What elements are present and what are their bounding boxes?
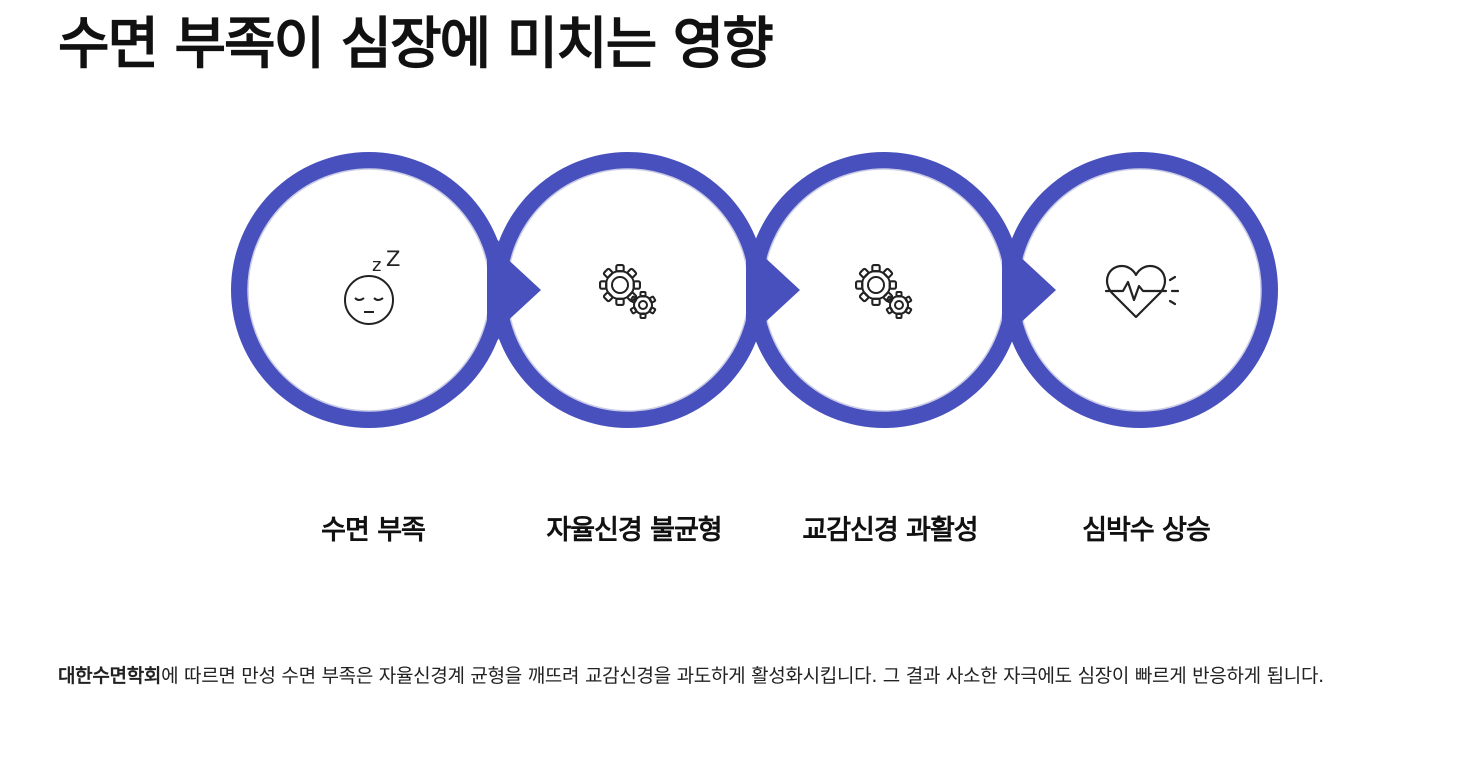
sleeping-face-icon: z Z bbox=[344, 247, 400, 325]
step-label-sympathetic-overactivity: 교감신경 과활성 bbox=[802, 515, 978, 546]
heartbeat-icon bbox=[1104, 264, 1180, 319]
description-org: 대한수면학회 bbox=[58, 665, 162, 687]
svg-text:Z: Z bbox=[386, 247, 400, 271]
step-ring-inner bbox=[506, 168, 750, 412]
step-label-autonomic-imbalance: 자율신경 불균형 bbox=[546, 515, 722, 546]
description-paragraph: 대한수면학회에 따르면 만성 수면 부족은 자율신경계 균형을 깨뜨려 교감신경… bbox=[58, 657, 1443, 695]
description-text: 에 따르면 만성 수면 부족은 자율신경계 균형을 깨뜨려 교감신경을 과도하게… bbox=[161, 665, 1324, 687]
step-arrow-tip bbox=[487, 240, 541, 340]
step-arrow-tip bbox=[1002, 240, 1056, 340]
process-rings bbox=[231, 152, 1278, 428]
step-label-sleep-deprivation: 수면 부족 bbox=[321, 515, 426, 546]
svg-text:z: z bbox=[372, 255, 381, 276]
step-label-heart-rate-increase: 심박수 상승 bbox=[1082, 515, 1211, 546]
step-ring-inner bbox=[247, 168, 491, 412]
step-arrow-tip bbox=[746, 240, 800, 340]
page-title: 수면 부족이 심장에 미치는 영향 bbox=[58, 12, 774, 77]
